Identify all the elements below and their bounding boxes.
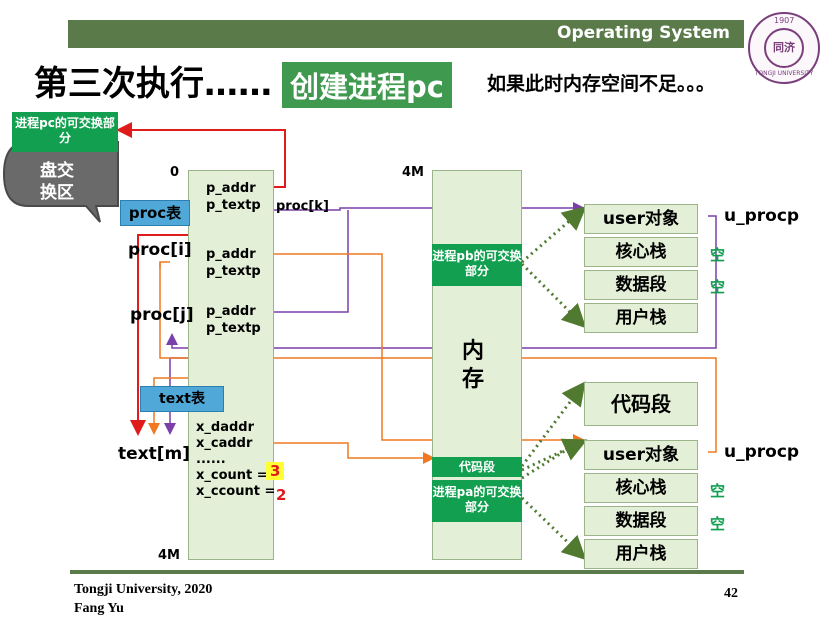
proc-j-fields: p_addr p_textp <box>206 303 261 337</box>
header-title: Operating System <box>557 23 730 43</box>
university-logo: 1907 同济 TONGJI UNIVERSITY <box>748 12 820 84</box>
lower-empty-1: 空 <box>710 482 726 500</box>
logo-text: TONGJI UNIVERSITY <box>754 70 814 77</box>
page-number: 42 <box>724 586 738 601</box>
proc-j-p-textp: p_textp <box>206 321 261 336</box>
disk-text-line2: 换区 <box>40 183 74 203</box>
memory-label-line1: 内 <box>462 339 485 364</box>
footer-line1: Tongji University, 2020 <box>74 582 213 597</box>
memory-label: 内 存 <box>462 338 484 394</box>
text-x-ccount: x_ccount = <box>196 484 276 499</box>
orange-arrow-caddr <box>262 442 435 464</box>
disk-text-line1: 盘交 <box>40 161 74 181</box>
x-count-value: 3 <box>266 462 285 480</box>
text-x-count: x_count = <box>196 468 268 483</box>
proc-k-fields: p_addr p_textp <box>206 180 261 214</box>
text-table-label: text表 <box>140 386 224 412</box>
text-m-label: text[m] <box>118 444 191 464</box>
header-bar: Operating System <box>68 20 744 48</box>
proc-j-label: proc[j] <box>130 305 194 325</box>
proc-j-p-addr: p_addr <box>206 304 256 319</box>
footer-line <box>70 570 744 574</box>
proc-i-p-addr: p_addr <box>206 247 256 262</box>
upper-data-segment: 数据段 <box>584 270 698 300</box>
proc-table-label: proc表 <box>120 200 190 226</box>
upper-u-procp: u_procp <box>724 206 800 226</box>
logo-year: 1907 <box>774 16 795 25</box>
proc-k-p-textp: p_textp <box>206 198 261 213</box>
lower-user-stack: 用户栈 <box>584 539 698 569</box>
footer-line2: Fang Yu <box>74 601 124 616</box>
proc-text-column <box>188 170 274 560</box>
upper-empty-2: 空 <box>710 278 726 296</box>
footer-credit: Tongji University, 2020 Fang Yu <box>74 580 212 618</box>
upper-empty-1: 空 <box>710 246 726 264</box>
disk-text: 盘交 换区 <box>40 160 74 204</box>
proc-k-p-addr: p_addr <box>206 181 256 196</box>
proc-i-fields: p_addr p_textp <box>206 246 261 280</box>
shared-code-segment: 代码段 <box>584 382 698 426</box>
text-x-caddr: x_caddr <box>196 436 253 451</box>
lower-user-object: user对象 <box>584 440 698 470</box>
upper-user-object: user对象 <box>584 204 698 234</box>
purple-u-procp-upper <box>166 215 717 349</box>
memory-pa-block: 进程pa的可交换部分 <box>432 480 522 522</box>
memory-pb-block: 进程pb的可交换部分 <box>432 244 522 286</box>
slide-title: 第三次执行…… <box>34 64 272 104</box>
text-ellipsis: ...... <box>196 452 226 467</box>
upper-user-stack: 用户栈 <box>584 303 698 333</box>
lower-data-segment: 数据段 <box>584 506 698 536</box>
lower-kernel-stack: 核心栈 <box>584 473 698 503</box>
memory-label-line2: 存 <box>462 367 485 392</box>
lower-empty-2: 空 <box>710 515 726 533</box>
memory-code-block: 代码段 <box>432 457 522 477</box>
title-highlight: 创建进程pc <box>282 62 452 108</box>
x-ccount-value: 2 <box>276 486 287 504</box>
memory-top-address: 4M <box>402 165 424 180</box>
proc-bottom-address: 4M <box>158 548 180 563</box>
disk-swap-label: 进程pc的可交换部分 <box>12 112 118 152</box>
proc-i-label: proc[i] <box>128 240 192 260</box>
lower-u-procp: u_procp <box>724 442 800 462</box>
text-fields: x_daddr x_caddr ...... x_count = x_ccoun… <box>196 420 275 500</box>
proc-k-label: proc[k] <box>276 199 329 214</box>
title-note: 如果此时内存空间不足。。。 <box>487 73 716 95</box>
logo-center: 同济 <box>764 28 804 68</box>
orange-arrow-i <box>262 253 585 446</box>
proc-top-address: 0 <box>170 165 180 180</box>
proc-i-p-textp: p_textp <box>206 264 261 279</box>
purple-arrow-j <box>262 210 349 313</box>
upper-kernel-stack: 核心栈 <box>584 237 698 267</box>
text-x-daddr: x_daddr <box>196 420 254 435</box>
